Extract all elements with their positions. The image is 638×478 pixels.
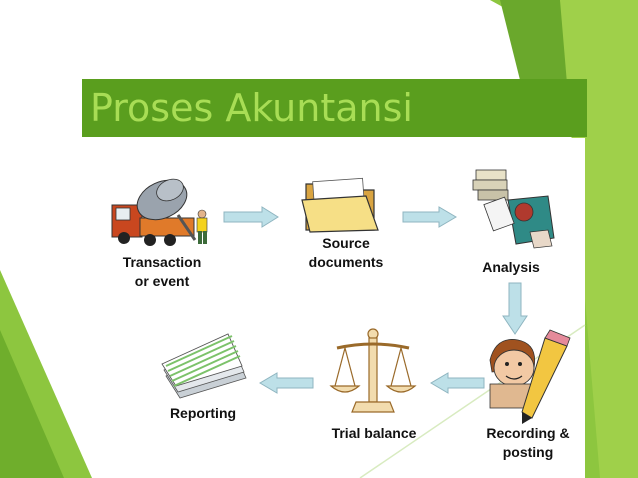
slide-title: Proses Akuntansi [90,86,413,130]
step-label-trial-balance: Trial balance [322,424,426,443]
label-line: Source [322,235,370,251]
label-line: Analysis [482,259,540,275]
concrete-truck-icon [111,178,208,246]
title-bar: Proses Akuntansi [82,79,587,137]
paper-report-icon [161,333,247,399]
folder-icon [301,177,379,233]
arrow-right-2 [402,206,457,228]
arrow-left-2 [259,372,314,394]
person-reading-documents-icon [472,169,555,249]
step-label-recording-posting: Recording & posting [478,424,578,462]
arrow-down [502,282,528,335]
label-line: or event [134,273,190,289]
label-line: posting [502,444,554,460]
person-with-pencil-icon [489,329,571,424]
balance-scale-icon [329,328,417,413]
slide-page-number: HAL : 3 [528,460,567,472]
label-line: Recording & [486,425,570,441]
step-label-source-documents: Source documents [296,234,396,272]
label-line: Trial balance [331,425,417,441]
label-line: Transaction [122,254,202,270]
arrow-left-1 [430,372,485,394]
step-label-reporting: Reporting [160,404,246,423]
left-green-corner-dark [0,330,64,478]
label-line: Reporting [169,405,237,421]
arrow-right-1 [223,206,279,228]
step-label-analysis: Analysis [466,258,556,277]
label-line: documents [308,254,384,270]
step-label-transaction: Transaction or event [112,253,212,291]
